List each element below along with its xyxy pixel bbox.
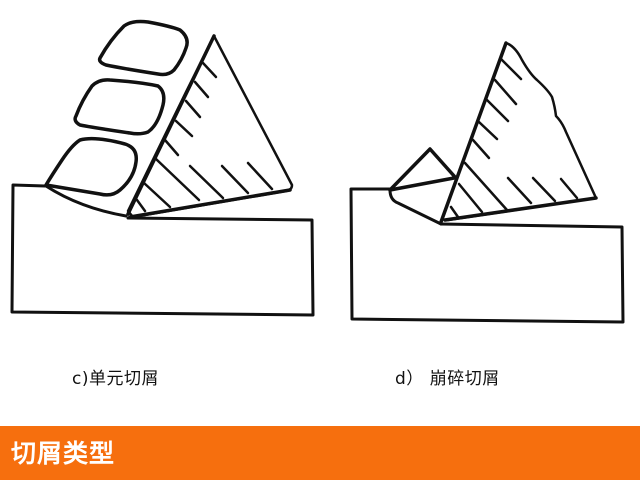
chip-diagrams: [10, 19, 625, 324]
panel-d-broken-chip-diagram: [349, 41, 625, 324]
caption-broken-chip: d） 崩碎切屑: [395, 369, 500, 389]
panel-c-unit-chip-diagram: [10, 19, 315, 317]
chip-types-figure: c)单元切屑 d） 崩碎切屑: [10, 19, 625, 389]
title-banner: 切屑类型: [0, 426, 640, 480]
banner-title: 切屑类型: [11, 439, 116, 468]
caption-unit-chip: c)单元切屑: [72, 369, 159, 389]
